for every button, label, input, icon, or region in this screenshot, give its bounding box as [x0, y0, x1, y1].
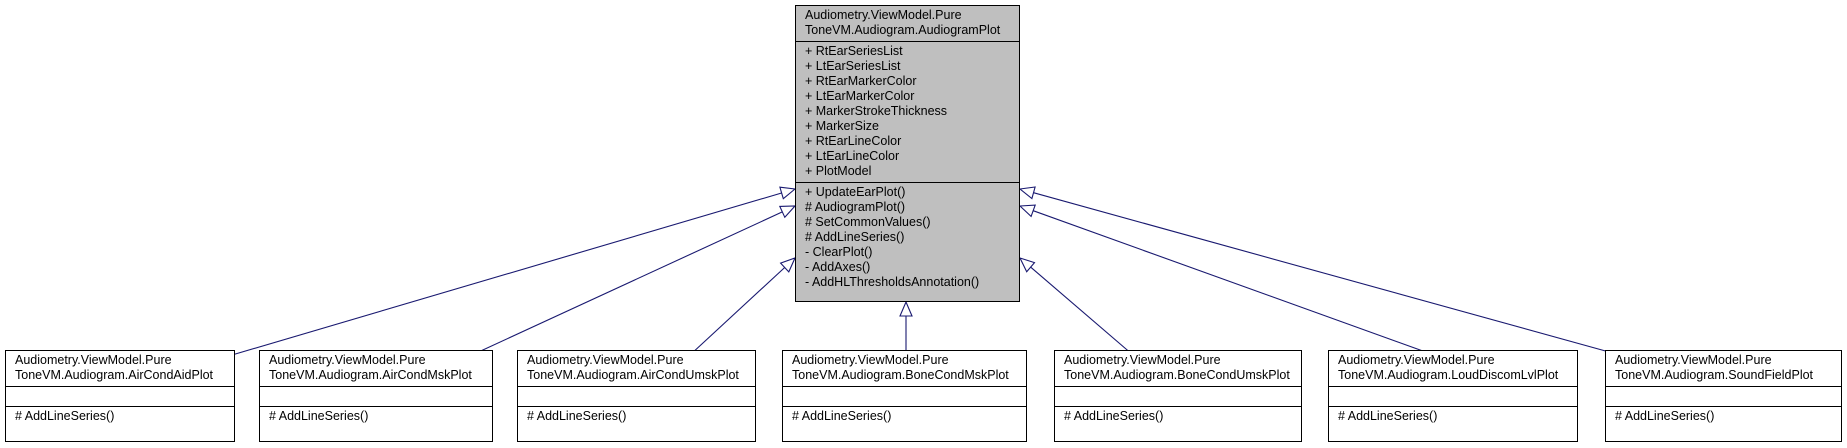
method-section: # AddLineSeries()	[1055, 406, 1301, 427]
class-title: Audiometry.ViewModel.Pure ToneVM.Audiogr…	[1055, 351, 1301, 386]
method-item: # AddLineSeries()	[1064, 409, 1164, 423]
class-title-line-2: ToneVM.Audiogram.AirCondMskPlot	[269, 368, 472, 382]
inheritance-edge	[1030, 266, 1134, 356]
method-section: + UpdateEarPlot() # AudiogramPlot() # Se…	[796, 182, 1019, 293]
class-title: Audiometry.ViewModel.Pure ToneVM.Audiogr…	[783, 351, 1026, 386]
class-title: Audiometry.ViewModel.Pure ToneVM.Audiogr…	[6, 351, 234, 386]
child-class-box[interactable]: Audiometry.ViewModel.Pure ToneVM.Audiogr…	[1605, 350, 1842, 442]
method-section: # AddLineSeries()	[1606, 406, 1841, 427]
attribute-section	[1329, 386, 1577, 406]
inheritance-arrowhead	[1018, 204, 1037, 218]
child-class-box[interactable]: Audiometry.ViewModel.Pure ToneVM.Audiogr…	[259, 350, 493, 442]
class-title-line-2: ToneVM.Audiogram.AudiogramPlot	[805, 23, 1001, 37]
class-title-line-2: ToneVM.Audiogram.AirCondUmskPlot	[527, 368, 739, 382]
method-item: # AddLineSeries()	[269, 409, 369, 423]
inheritance-edge	[231, 192, 782, 356]
parent-class-box[interactable]: Audiometry.ViewModel.Pure ToneVM.Audiogr…	[795, 5, 1020, 302]
class-title-line-1: Audiometry.ViewModel.Pure	[1064, 353, 1221, 367]
class-title-line-1: Audiometry.ViewModel.Pure	[1615, 353, 1772, 367]
inheritance-arrowhead	[778, 205, 797, 219]
method-section: # AddLineSeries()	[518, 406, 755, 427]
attribute-item: + RtEarMarkerColor	[805, 74, 917, 88]
method-section: # AddLineSeries()	[6, 406, 234, 427]
class-title: Audiometry.ViewModel.Pure ToneVM.Audiogr…	[518, 351, 755, 386]
class-title: Audiometry.ViewModel.Pure ToneVM.Audiogr…	[1329, 351, 1577, 386]
attribute-item: + LtEarSeriesList	[805, 59, 901, 73]
attribute-item: + RtEarLineColor	[805, 134, 902, 148]
class-title: Audiometry.ViewModel.Pure ToneVM.Audiogr…	[260, 351, 492, 386]
class-title: Audiometry.ViewModel.Pure ToneVM.Audiogr…	[796, 6, 1019, 41]
attribute-item: + RtEarSeriesList	[805, 44, 903, 58]
attribute-section: + RtEarSeriesList + LtEarSeriesList + Rt…	[796, 41, 1019, 182]
class-title-line-1: Audiometry.ViewModel.Pure	[792, 353, 949, 367]
class-title-line-1: Audiometry.ViewModel.Pure	[15, 353, 172, 367]
inheritance-arrowhead	[779, 257, 797, 273]
inheritance-edge	[1033, 210, 1435, 356]
method-item: - AddHLThresholdsAnnotation()	[805, 275, 980, 289]
child-class-box[interactable]: Audiometry.ViewModel.Pure ToneVM.Audiogr…	[782, 350, 1027, 442]
method-item: # AddLineSeries()	[15, 409, 115, 423]
attribute-section	[1606, 386, 1841, 406]
class-title-line-1: Audiometry.ViewModel.Pure	[527, 353, 684, 367]
attribute-item: + PlotModel	[805, 164, 872, 178]
class-title-line-1: Audiometry.ViewModel.Pure	[805, 8, 962, 22]
method-section: # AddLineSeries()	[783, 406, 1026, 427]
attribute-section	[783, 386, 1026, 406]
class-title-line-1: Audiometry.ViewModel.Pure	[1338, 353, 1495, 367]
method-section: # AddLineSeries()	[1329, 406, 1577, 427]
child-class-box[interactable]: Audiometry.ViewModel.Pure ToneVM.Audiogr…	[1054, 350, 1302, 442]
class-title: Audiometry.ViewModel.Pure ToneVM.Audiogr…	[1606, 351, 1841, 386]
method-item: # AddLineSeries()	[805, 230, 905, 244]
class-title-line-2: ToneVM.Audiogram.AirCondAidPlot	[15, 368, 214, 382]
method-item: # AddLineSeries()	[792, 409, 892, 423]
attribute-section	[260, 386, 492, 406]
method-item: # AddLineSeries()	[1615, 409, 1715, 423]
child-class-box[interactable]: Audiometry.ViewModel.Pure ToneVM.Audiogr…	[5, 350, 235, 442]
class-title-line-2: ToneVM.Audiogram.BoneCondUmskPlot	[1064, 368, 1290, 382]
method-item: + UpdateEarPlot()	[805, 185, 906, 199]
method-item: - ClearPlot()	[805, 245, 873, 259]
method-item: # AudiogramPlot()	[805, 200, 906, 214]
method-item: # AddLineSeries()	[527, 409, 627, 423]
attribute-section	[1055, 386, 1301, 406]
child-class-box[interactable]: Audiometry.ViewModel.Pure ToneVM.Audiogr…	[517, 350, 756, 442]
attribute-item: + LtEarMarkerColor	[805, 89, 915, 103]
class-title-line-2: ToneVM.Audiogram.LoudDiscomLvlPlot	[1338, 368, 1559, 382]
attribute-section	[6, 386, 234, 406]
method-item: # SetCommonValues()	[805, 215, 931, 229]
inheritance-edge	[471, 211, 783, 356]
method-item: # AddLineSeries()	[1338, 409, 1438, 423]
inheritance-arrowhead	[779, 186, 797, 200]
inheritance-edge	[1033, 192, 1621, 356]
child-class-box[interactable]: Audiometry.ViewModel.Pure ToneVM.Audiogr…	[1328, 350, 1578, 442]
class-title-line-2: ToneVM.Audiogram.SoundFieldPlot	[1615, 368, 1814, 382]
attribute-section	[518, 386, 755, 406]
inheritance-arrowhead	[1018, 186, 1036, 200]
inheritance-arrowhead	[1018, 257, 1036, 273]
attribute-item: + LtEarLineColor	[805, 149, 900, 163]
inheritance-edge	[689, 267, 786, 356]
method-section: # AddLineSeries()	[260, 406, 492, 427]
method-item: - AddAxes()	[805, 260, 871, 274]
attribute-item: + MarkerStrokeThickness	[805, 104, 948, 118]
attribute-item: + MarkerSize	[805, 119, 879, 133]
class-title-line-1: Audiometry.ViewModel.Pure	[269, 353, 426, 367]
inheritance-arrowhead	[899, 300, 913, 317]
class-title-line-2: ToneVM.Audiogram.BoneCondMskPlot	[792, 368, 1009, 382]
